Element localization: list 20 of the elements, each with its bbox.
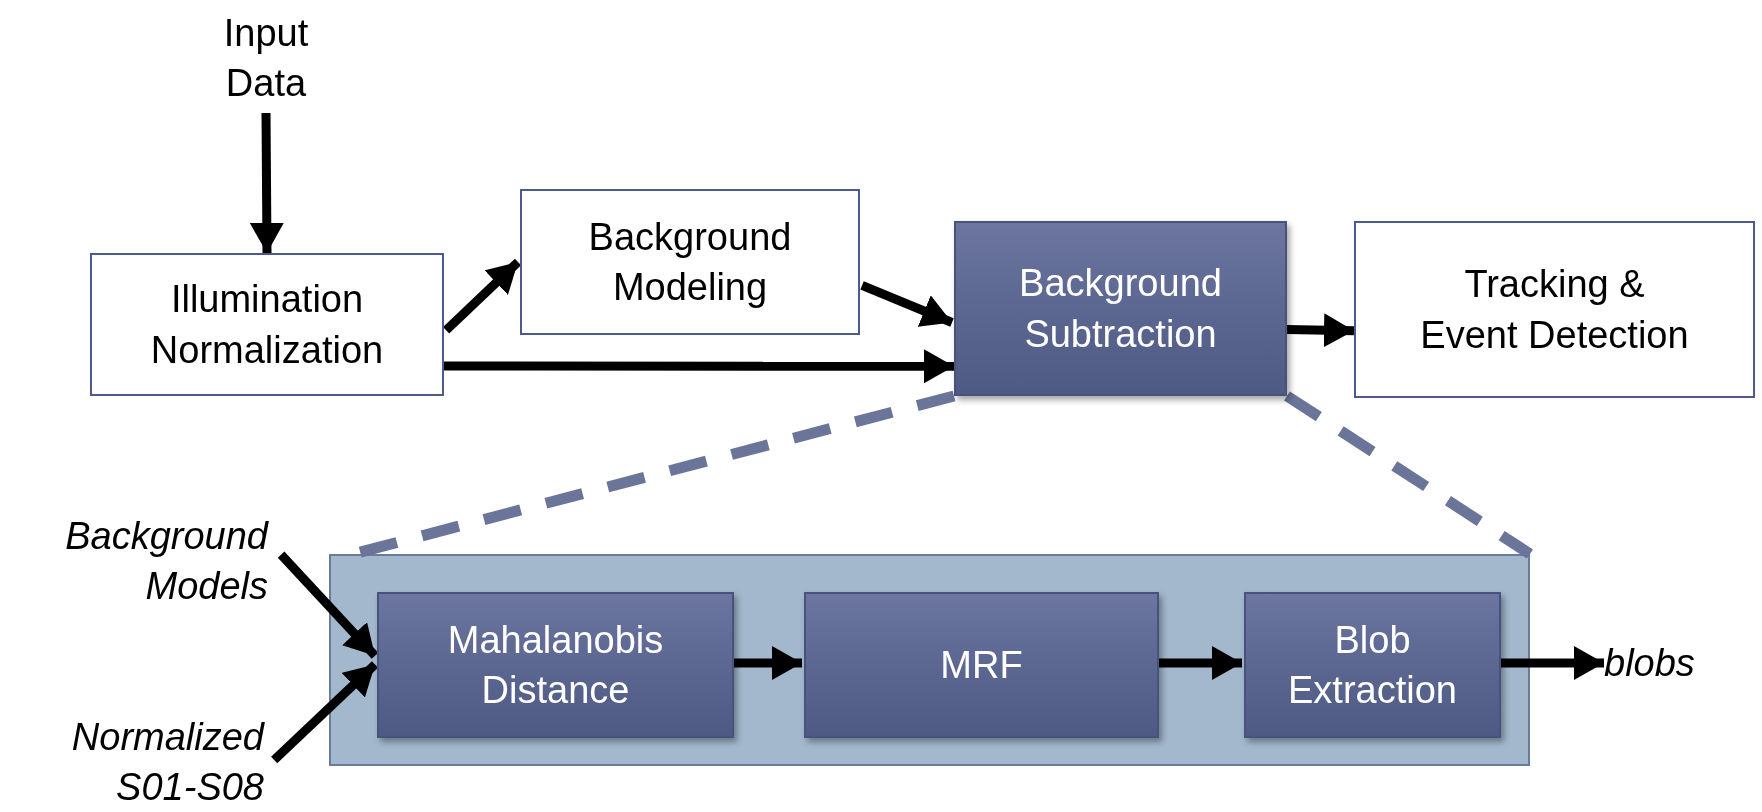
arrow bbox=[444, 349, 954, 384]
process-box: Tracking & Event Detection bbox=[1354, 221, 1755, 398]
process-box: MRF bbox=[804, 592, 1159, 738]
input-label: Normalized S01-S08 bbox=[10, 712, 264, 812]
arrow bbox=[249, 112, 284, 254]
arrow bbox=[1286, 313, 1355, 348]
process-box: Background Subtraction bbox=[954, 221, 1287, 396]
process-box: Mahalanobis Distance bbox=[377, 592, 734, 738]
arrow bbox=[443, 258, 522, 334]
input-label: Background Models bbox=[6, 508, 268, 614]
arrow bbox=[271, 661, 379, 764]
arrow bbox=[277, 551, 379, 659]
process-box: Background Modeling bbox=[520, 189, 860, 335]
expanded-panel bbox=[329, 554, 1530, 766]
arrow bbox=[860, 281, 954, 327]
zoom-connector-line bbox=[1284, 391, 1533, 559]
input-label: Input Data bbox=[186, 8, 346, 108]
process-box: Blob Extraction bbox=[1244, 592, 1501, 738]
process-box: Illumination Normalization bbox=[90, 253, 444, 396]
output-label: blobs bbox=[1604, 638, 1724, 688]
